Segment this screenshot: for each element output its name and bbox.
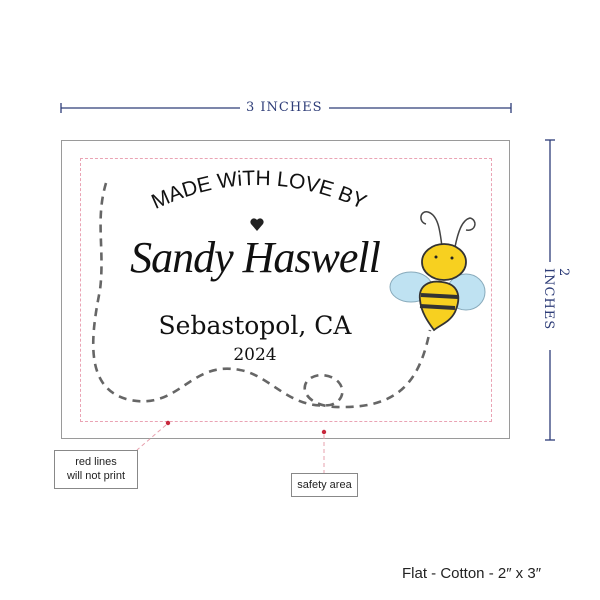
heart-icon [250, 218, 264, 231]
safety-area-outline [80, 158, 492, 422]
city-text: Sebastopol, CA [158, 311, 352, 340]
made-with-love-text: MADE WiTH LOVE BY [148, 167, 370, 214]
safety-area-callout: safety area [291, 473, 358, 497]
callout-line: will not print [66, 470, 126, 482]
product-description: Flat - Cotton - 2″ x 3″ [402, 565, 541, 582]
width-dimension-label: 3 INCHES [240, 100, 329, 115]
bee-icon [389, 211, 486, 332]
year-text: 2024 [233, 345, 277, 365]
callout-line: red lines [75, 456, 117, 468]
flight-path-dashes [91, 182, 432, 409]
maker-name: Sandy Haswell [130, 233, 381, 282]
red-lines-callout: red lines will not print [54, 450, 138, 489]
